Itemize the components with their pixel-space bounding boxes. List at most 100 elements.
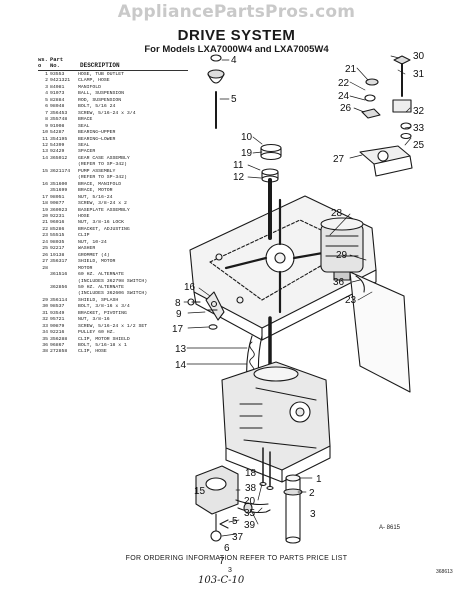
part-number: 362856 [50,284,68,290]
part-description: NUT, 3/8-16 [78,317,110,323]
callout-15: 15 [194,486,206,497]
callout-26: 26 [340,103,352,114]
part-number: 98537 [50,304,65,310]
header-key-b: o [38,62,42,69]
part-description: (REFER TO SP-342) [78,162,127,168]
callout-2: 2 [309,488,315,499]
callout-13: 13 [175,344,187,355]
part-key: 29 [42,297,48,303]
parts-list-header: ws. o Part No. DESCRIPTION [38,57,188,69]
part-number: 361516 [50,272,68,278]
part-description: SPACER [78,149,96,155]
callout-17: 17 [172,324,184,335]
part-description: HOSE [78,213,90,219]
part-description: CLAMP, HOSE [78,78,110,84]
header-part-col: Part No. [50,57,80,69]
part-number: 92217 [50,246,65,252]
part-number: 92231 [50,213,65,219]
upper-bearing [260,143,282,161]
part-number: 98048 [50,104,65,110]
part-description: BRACKET, PIVOTING [78,310,127,316]
callout-19: 19 [241,148,253,159]
part-key: 6 [45,104,48,110]
part-number: 85286 [50,226,65,232]
part-key: 12 [42,142,48,148]
part-key: 5 [45,97,48,103]
callout-29: 29 [336,250,348,261]
callout-16: 16 [184,282,196,293]
header-key-col: ws. o [38,57,50,69]
part-key: 30 [42,304,48,310]
part-number: 55515 [50,233,65,239]
diagram-reference: A- 8615 [379,525,401,531]
callout-labels: 4 5 10 19 11 12 30 31 21 22 24 26 32 33 … [172,51,425,567]
parts-row: (INCLUDES 362606 SWITCH) [38,291,188,297]
part-number: 96867 [50,343,65,349]
callout-35: 35 [244,508,256,519]
part-key: 19 [42,207,48,213]
part-key: 21 [42,220,48,226]
callout-14: 14 [175,360,187,371]
page-title: DRIVE SYSTEM [177,27,296,44]
part-description: MOTOR [78,265,93,271]
part-number: 360923 [50,207,68,213]
part-key: 32 [42,317,48,323]
suspension-ball [207,54,225,84]
callout-23: 23 [345,295,357,306]
part-key: 18 [42,201,48,207]
callout-28: 28 [331,208,343,219]
part-number: 98051 [50,194,65,200]
part-description: (INCLUDES 362798 SWITCH) [78,278,148,284]
part-description: SEAL [78,123,90,129]
part-description: BOLT, 3/8-16 x 3/4 [78,304,130,310]
part-key: 36 [42,343,48,349]
page-subtitle: For Models LXA7000W4 and LXA7005W4 [144,44,329,55]
callout-3: 3 [310,509,316,520]
part-number: 54287 [50,130,65,136]
part-description: 50 HZ. ALTERNATE [78,284,125,290]
part-description: SCREW, 3/8-24 x 2 [78,201,127,207]
part-description: BALL, SUSPENSION [78,91,125,97]
part-description: PULLEY 60 HZ. [78,330,116,336]
part-number: 351600 [50,181,68,187]
callout-21: 21 [345,64,357,75]
ordering-footer: FOR ORDERING INFORMATION REFER TO PARTS … [125,555,348,562]
part-number: 355748 [50,117,68,123]
part-number: 54399 [50,142,65,148]
part-key: 33 [42,323,48,329]
part-description: WASHER [78,246,96,252]
part-description: BRACE [78,117,93,123]
callout-8: 8 [175,298,181,309]
gear-case-assembly [221,361,331,483]
callout-30: 30 [413,51,425,62]
parts-row: (REFER TO SP-342) [38,175,188,181]
callout-24: 24 [338,91,350,102]
callout-20: 20 [244,496,256,507]
callout-6: 6 [224,543,230,554]
callout-10: 10 [241,132,253,143]
part-description: BRACKET, ADJUSTING [78,226,130,232]
part-description: BASEPLATE ASSEMBLY [78,207,130,213]
callout-11: 11 [233,160,244,171]
part-number: 351699 [50,188,68,194]
part-description: BOLT, 5/16-18 x 1 [78,343,127,349]
part-key: 22 [42,226,48,232]
part-key: 17 [42,194,48,200]
part-key: 20 [42,213,48,219]
part-description: SHIELD, MOTOR [78,259,116,265]
part-number: 96016 [50,220,65,226]
part-key: 7 [45,110,48,116]
